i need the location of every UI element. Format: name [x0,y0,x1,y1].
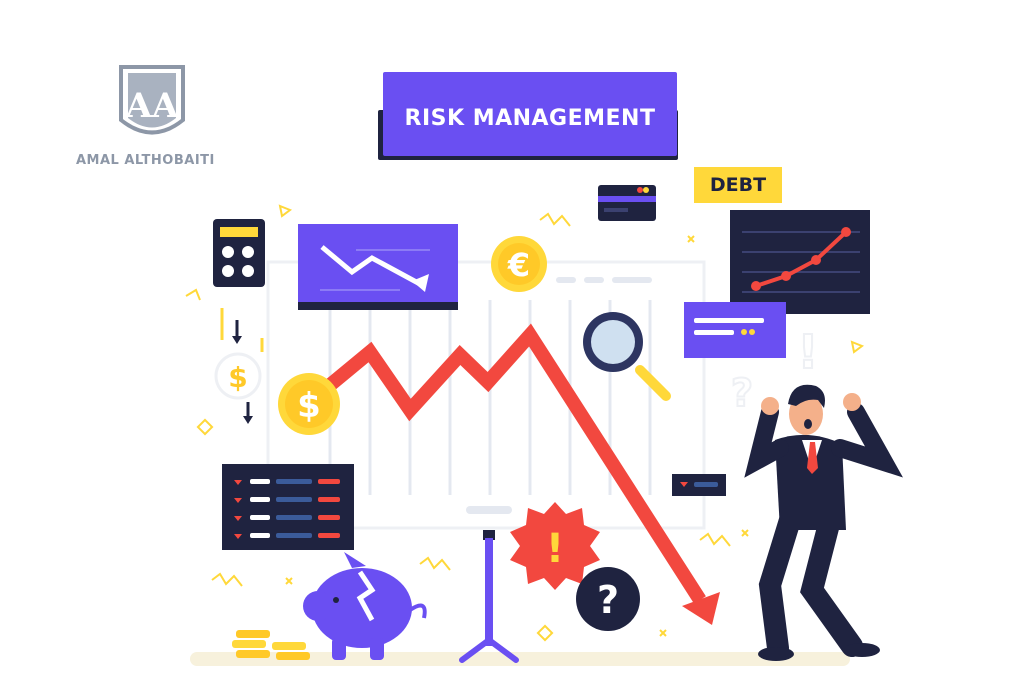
calculator-icon [213,219,265,287]
ground-line [190,652,850,666]
coin-stack-icon [232,630,310,660]
svg-text:$: $ [297,386,321,426]
svg-text:!: ! [798,325,819,379]
credit-card-icon [598,185,656,221]
falling-arrows-decoration [220,308,264,424]
warning-burst-icon: ! [510,502,600,590]
scared-businessman [744,384,903,661]
dollar-coin-icon: $ [278,373,340,435]
svg-text:?: ? [731,371,753,415]
downtrend-card [298,224,458,310]
svg-text:!: ! [546,526,564,572]
magnifier-icon [583,312,671,401]
debt-uptrend-chart [730,210,870,314]
small-dollar-coin-icon: $ [214,352,262,400]
exclamation-mark-icon: ! [797,324,820,380]
title-banner: RISK MANAGEMENT [383,72,677,156]
page-title: RISK MANAGEMENT [404,105,656,131]
svg-text:?: ? [597,578,619,622]
euro-coin-icon: € [491,236,547,292]
debt-tag: DEBT [694,167,782,203]
status-chip [672,474,726,496]
question-mark-decoration-icon: ? [730,370,754,416]
easel-stand [459,530,519,663]
logo-shield-icon: AA [119,65,185,135]
logo-monogram: AA [125,86,179,126]
data-table-panel [222,464,354,550]
sparkle-decorations [185,204,865,642]
info-card [684,302,786,358]
question-circle-icon: ? [576,567,640,631]
svg-text:€: € [507,246,530,284]
debt-label: DEBT [709,174,767,196]
svg-text:$: $ [228,361,247,394]
logo-name: AMAL ALTHOBAITI [76,153,215,168]
falling-trend-arrow [313,323,720,625]
broken-piggy-bank-icon [303,552,427,660]
